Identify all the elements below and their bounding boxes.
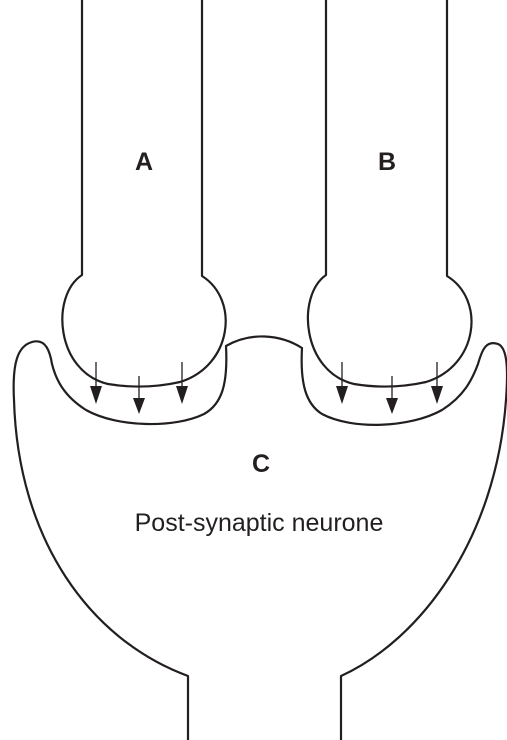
arrow-down-icon <box>431 362 443 404</box>
release-arrows-b <box>336 362 443 414</box>
postsynaptic-caption: Post-synaptic neurone <box>135 509 384 537</box>
presynaptic-neurone-b <box>308 0 472 387</box>
axon-b-outline <box>308 0 472 387</box>
neurone-c-outline <box>14 336 507 740</box>
postsynaptic-neurone-c <box>14 336 507 740</box>
label-a: A <box>135 148 153 176</box>
arrow-down-icon <box>386 376 398 414</box>
arrow-down-icon <box>133 376 145 414</box>
label-c: C <box>252 450 270 478</box>
axon-a-outline <box>62 0 225 387</box>
arrow-down-icon <box>90 362 102 404</box>
presynaptic-neurone-a <box>62 0 225 387</box>
label-b: B <box>378 148 396 176</box>
arrow-down-icon <box>336 362 348 404</box>
release-arrows-a <box>90 362 188 414</box>
